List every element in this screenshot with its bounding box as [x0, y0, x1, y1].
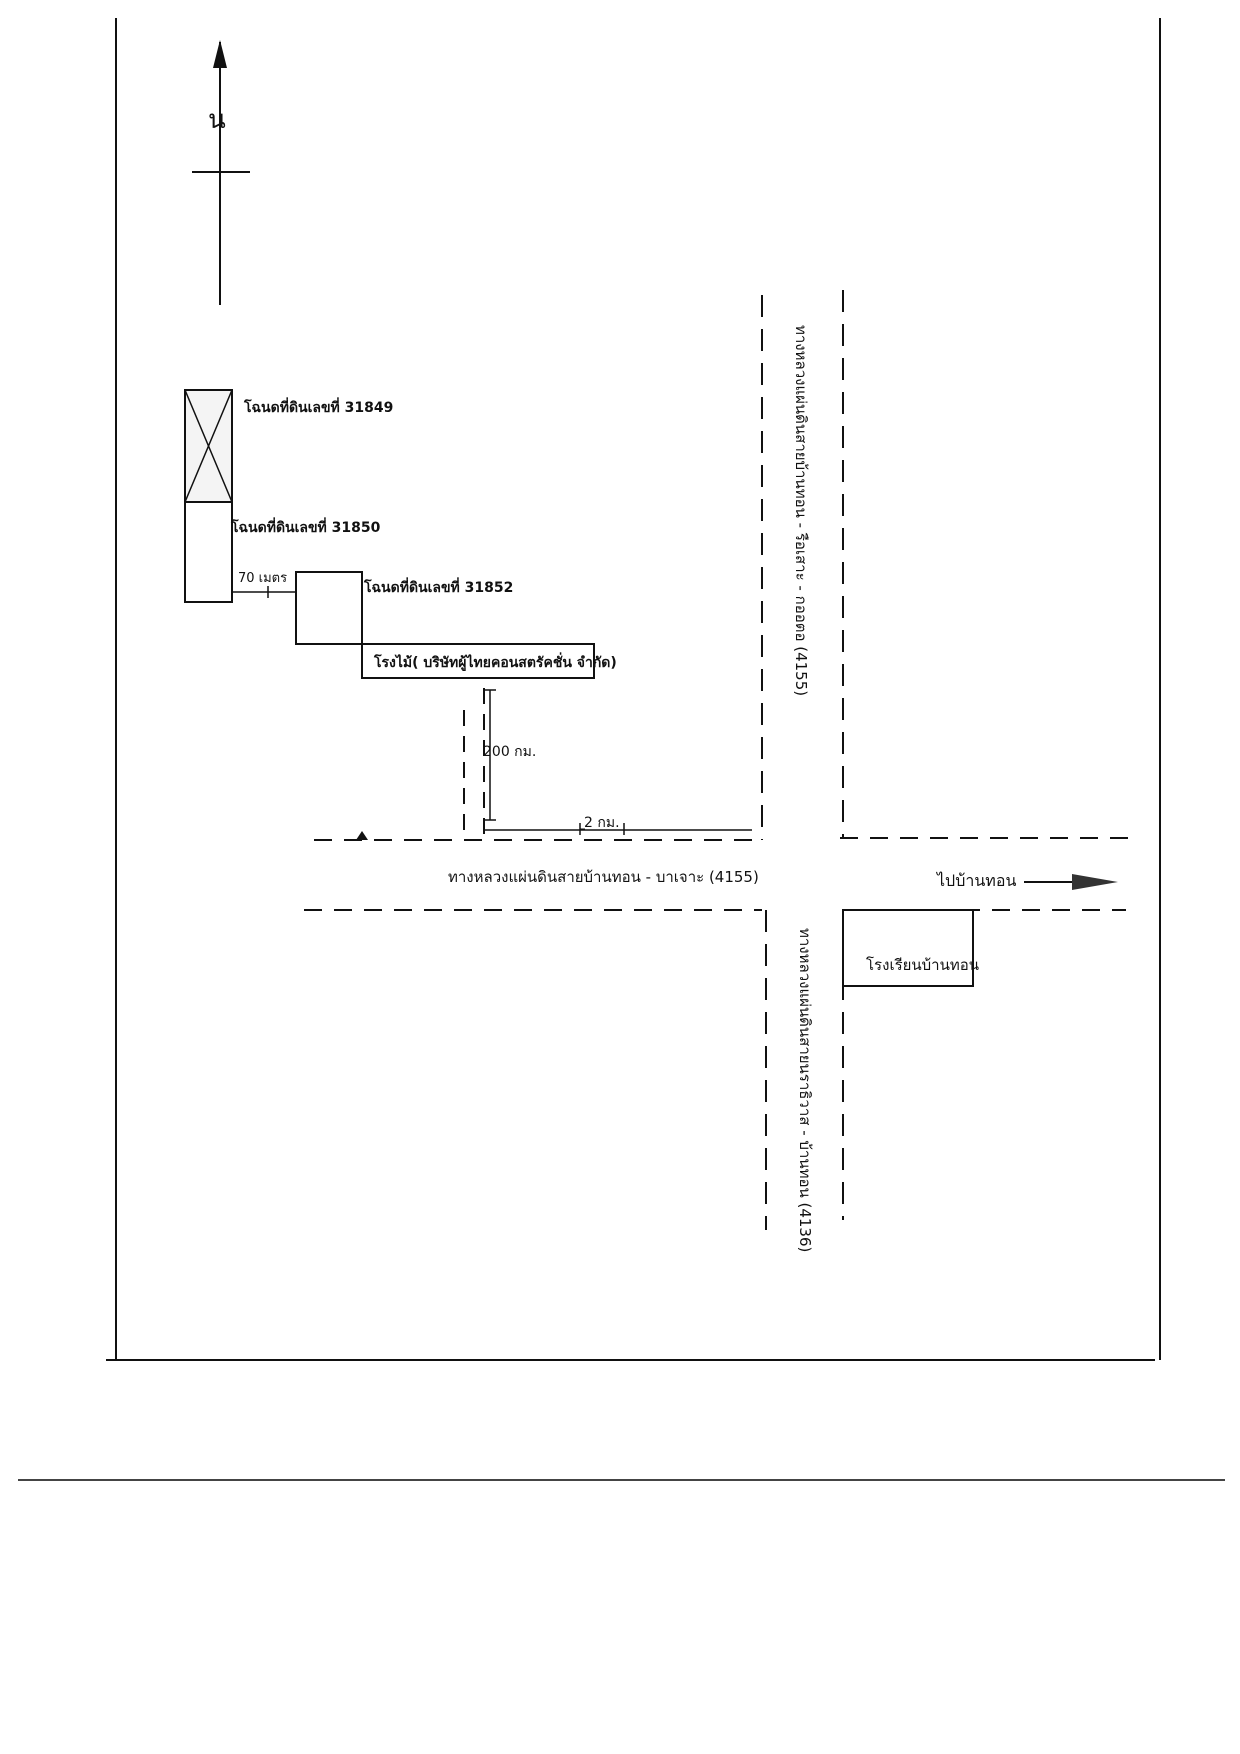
distance-70m-label: 70 เมตร: [238, 571, 287, 586]
distance-200-marker: [484, 689, 496, 821]
north-arrow-icon: [192, 40, 250, 305]
parcel-31852-label: โฉนดที่ดินเลขที่ 31852: [363, 577, 513, 596]
distance-2km-marker: [579, 823, 625, 835]
south-road-label: ทางหลวงแผ่นดินสายนราธิวาส - บ้านทอน (413…: [796, 928, 814, 1252]
to-ban-thon-label: ไปบ้านทอน: [935, 871, 1016, 890]
parcel-31849-box: [184, 389, 233, 503]
distance-70m-marker: [231, 586, 296, 598]
distance-2km-label: 2 กม.: [584, 815, 620, 831]
to-ban-thon-arrow-icon: [1024, 874, 1118, 890]
road-marker-icon: [356, 831, 368, 840]
parcel-31852-box: [295, 571, 363, 645]
school-label: โรงเรียนบ้านทอน: [866, 956, 979, 974]
sawmill-label: โรงไม้( บริษัทผู้ไทยคอนสตรัคชั่น จำกัด): [373, 652, 617, 671]
north-label: น: [208, 105, 226, 135]
school-box: [842, 909, 974, 987]
north-road-label: ทางหลวงแผ่นดินสายบ้านทอน - รือเสาะ - กออ…: [792, 325, 810, 696]
main-road-label: ทางหลวงแผ่นดินสายบ้านทอน - บาเจาะ (4155): [448, 868, 759, 886]
parcel-31850-label: โฉนดที่ดินเลขที่ 31850: [230, 517, 381, 536]
parcel-31850-box: [184, 501, 233, 603]
distance-200-label: 200 กม.: [483, 744, 536, 760]
parcel-31849-label: โฉนดที่ดินเลขที่ 31849: [243, 397, 393, 416]
sawmill-box: [361, 643, 595, 679]
